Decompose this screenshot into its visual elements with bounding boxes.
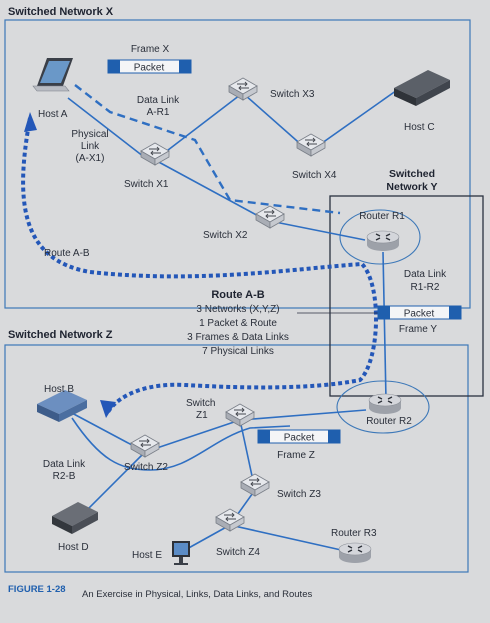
network-y-boundary [329,195,484,397]
network-y-title-line2: Network Y [386,181,437,193]
route-arrowhead-b [100,400,116,418]
switch-x1-label: Switch X1 [124,179,169,190]
frame-z [257,429,341,444]
frame-x-label: Frame X [131,44,170,55]
route-a-b-path [21,117,378,414]
frame-y [377,305,462,320]
router-r1-ring [339,209,421,265]
switch-x2-label: Switch X2 [203,230,248,241]
network-y-title-line1: Switched [389,168,435,180]
physical-link-label-line2: Link [81,141,100,152]
data-link-a-r1-path [74,84,341,215]
network-z-boundary [4,344,469,573]
link-x3-x4 [244,94,306,149]
host-e-desktop-icon [172,541,190,565]
switch-x4-icon [296,133,326,157]
physical-link-label-line3: (A-X1) [76,153,105,164]
route-summary-line-1: 3 Networks (X,Y,Z) [196,304,279,315]
data-link-r2-b-label-line1: Data Link [43,459,86,470]
switch-z3-label: Switch Z3 [277,489,321,500]
network-z-title: Switched Network Z [8,329,113,341]
switch-z2-label: Switch Z2 [124,462,168,473]
frame-x [107,59,192,74]
switch-z4-label: Switch Z4 [216,547,260,558]
link-z1-z2 [144,419,241,453]
link-x2-r1 [274,221,366,241]
host-c-label: Host C [404,122,435,133]
switch-x3-label: Switch X3 [270,89,315,100]
switch-z1-label-line2: Z1 [196,410,208,421]
frame-y-label: Frame Y [399,324,437,335]
host-d-server-box-icon [52,502,98,534]
switch-z3-icon [240,473,270,497]
host-d-label: Host D [58,542,89,553]
link-z4-r3 [229,524,351,553]
router-r2-icon [368,393,402,415]
switch-z2-icon [130,434,160,458]
route-summary-line-3: 3 Frames & Data Links [187,332,289,343]
data-link-a-r1-label-line1: Data Link [137,95,180,106]
router-r3-icon [338,542,372,564]
host-c-server-box-icon [394,70,450,106]
link-r1-r2 [382,251,387,401]
route-summary-line-4: 7 Physical Links [202,346,274,357]
router-r1-label: Router R1 [359,211,405,222]
host-a-laptop-icon [32,58,73,92]
data-link-r1-r2-label-line1: Data Link [404,269,447,280]
data-link-r1-r2-label-line2: R1-R2 [411,282,440,293]
switch-x3-icon [228,77,258,101]
link-x1-x3 [154,94,241,161]
router-r2-label: Router R2 [366,416,412,427]
data-link-r2-b-label-line2: R2-B [53,471,76,482]
network-x-title: Switched Network X [8,6,114,18]
switch-z1-label-line1: Switch [186,398,215,409]
link-x4-host-c [314,87,401,149]
host-b-label: Host B [44,384,74,395]
host-e-label: Host E [132,550,162,561]
frame-x-packet-label: Packet [134,63,165,74]
frame-y-packet-label: Packet [404,309,435,320]
host-a-label: Host A [38,109,68,120]
switch-x1-icon [140,142,170,166]
switch-x2-icon [255,205,285,229]
route-summary-line-2: 1 Packet & Route [199,318,277,329]
link-z2-host-d [84,451,146,513]
link-host-a-x1 [67,97,149,161]
data-link-r2-b-path [71,417,291,471]
physical-link-label-line1: Physical [71,129,108,140]
figure-caption: An Exercise in Physical, Links, Data Lin… [82,589,312,600]
router-r3-label: Router R3 [331,528,377,539]
link-z4-host-e [184,524,231,551]
router-r2-ring [336,380,430,434]
router-r1-icon [366,230,400,252]
route-a-b-label: Route A-B [44,248,90,259]
data-link-a-r1-label-line2: A-R1 [147,107,170,118]
frame-z-label: Frame Z [277,450,315,461]
frame-z-packet-label: Packet [284,433,315,444]
route-arrowhead-a [24,112,37,132]
figure-number: FIGURE 1-28 [8,584,66,595]
switch-x4-label: Switch X4 [292,170,337,181]
network-x-boundary [4,19,471,309]
host-b-server-box-icon [37,390,87,422]
link-r2-z1 [239,409,367,421]
link-x1-x2 [154,159,263,219]
route-summary-title: Route A-B [211,289,264,301]
